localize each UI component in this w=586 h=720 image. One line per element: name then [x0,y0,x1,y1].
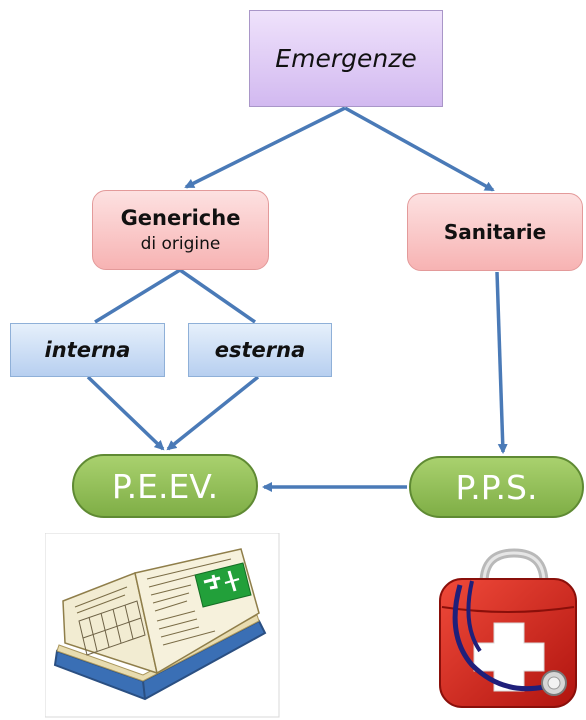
arrow-interna-to-peev [86,375,165,451]
arrow-emergenze-to-generiche [184,106,346,189]
node-peev-label: P.E.EV. [111,466,219,506]
node-pps: P.P.S. [409,456,584,518]
node-sanitarie-label: Sanitarie [443,220,547,244]
line-generiche-to-interna [94,268,181,324]
arrow-emergenze-to-sanitarie [344,106,495,192]
node-generiche-label: Generiche [120,206,241,230]
node-emergenze-label: Emergenze [275,44,417,73]
node-sanitarie: Sanitarie [407,193,583,271]
node-pps-label: P.P.S. [455,467,538,507]
node-esterna: esterna [188,323,332,377]
node-emergenze: Emergenze [249,10,443,107]
node-esterna-label: esterna [214,338,306,362]
open-manual-book-icon [45,533,280,718]
node-generiche: Generiche di origine [92,190,269,270]
node-interna: interna [10,323,165,377]
node-interna-label: interna [44,338,131,362]
arrow-sanitarie-to-pps [495,271,508,454]
first-aid-kit-icon [439,548,577,708]
node-generiche-sublabel: di origine [140,234,221,254]
line-generiche-to-esterna [179,268,256,324]
node-peev: P.E.EV. [72,454,258,518]
arrow-esterna-to-peev [166,375,260,451]
